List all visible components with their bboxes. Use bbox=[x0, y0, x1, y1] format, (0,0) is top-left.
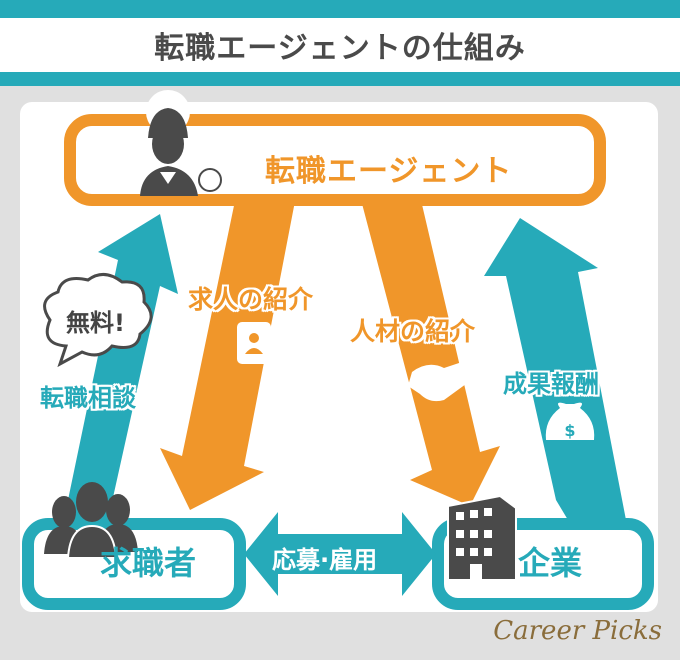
apply-hire-label: 応募·雇用 bbox=[272, 546, 378, 574]
brand-logo: Career Picks bbox=[493, 616, 662, 646]
svg-text:$: $ bbox=[564, 421, 575, 440]
money-bag-icon: $ bbox=[545, 402, 595, 440]
title-band: 転職エージェントの仕組み bbox=[0, 18, 680, 72]
job-intro-arrow bbox=[160, 196, 296, 510]
reward-arrow bbox=[484, 218, 626, 520]
free-bubble-text: 無料! bbox=[66, 309, 125, 337]
title-bar-bottom bbox=[0, 72, 680, 86]
seeker-label: 求職者 bbox=[100, 544, 197, 582]
title-bar-top bbox=[0, 0, 680, 18]
consultation-label: 転職相談 bbox=[40, 384, 136, 412]
talent-intro-arrow bbox=[360, 196, 500, 506]
free-speech-bubble bbox=[43, 273, 153, 368]
handshake-icon bbox=[408, 362, 466, 402]
office-building-icon bbox=[447, 494, 517, 581]
page-title: 転職エージェントの仕組み bbox=[154, 31, 526, 66]
job-intro-label: 求人の紹介 bbox=[188, 285, 314, 314]
consultation-arrow bbox=[58, 214, 178, 520]
agent-label: 転職エージェント bbox=[265, 154, 513, 189]
headset-operator-icon bbox=[140, 90, 222, 196]
apply-hire-arrow bbox=[244, 512, 436, 596]
reward-label: 成果報酬 bbox=[503, 370, 599, 398]
company-label: 企業 bbox=[518, 544, 583, 582]
talent-intro-label: 人材の紹介 bbox=[350, 317, 476, 346]
people-group-icon bbox=[44, 482, 138, 559]
address-book-icon bbox=[237, 322, 271, 364]
